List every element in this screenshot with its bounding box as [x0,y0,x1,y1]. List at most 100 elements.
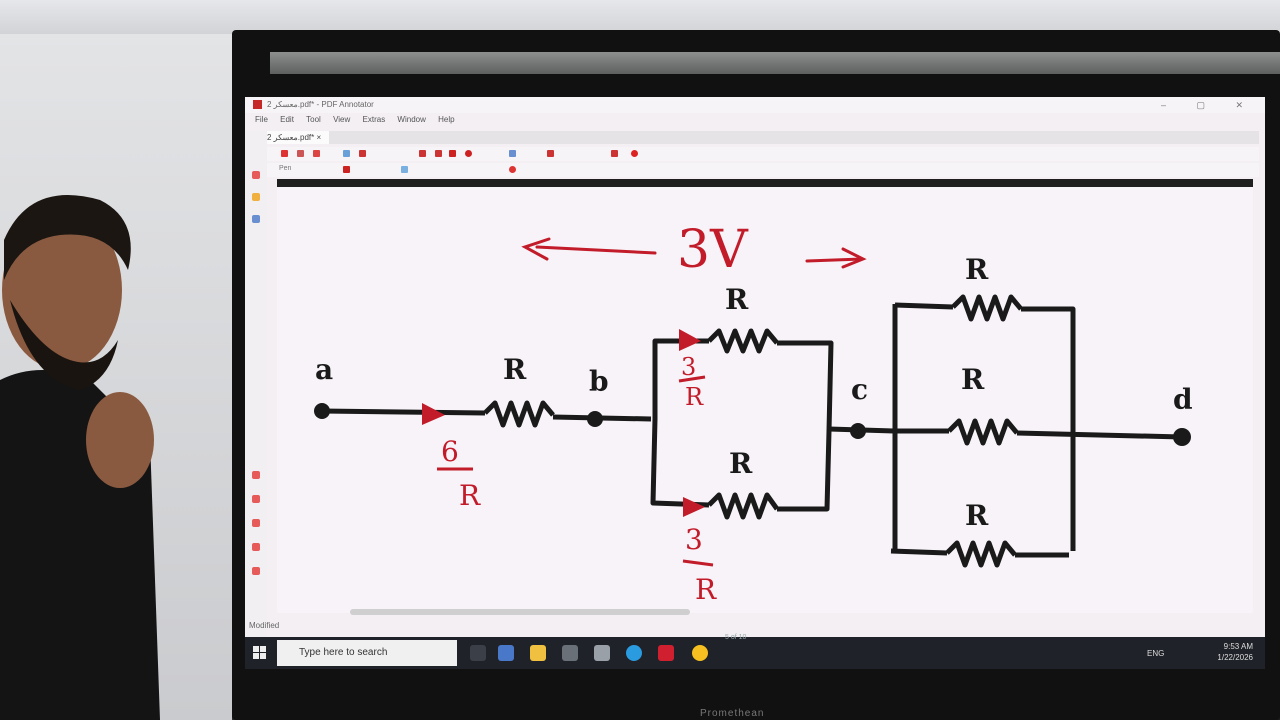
sidebar-stamp-icon[interactable] [252,543,260,551]
page-header-bar [277,179,1253,187]
pen-tool-icon[interactable] [343,150,350,157]
highlighter-tool-icon[interactable] [359,150,366,157]
voltage-label: 3V [677,220,749,280]
current-3-numerator: 3 [685,523,703,556]
status-bar: Modified [245,619,1265,633]
weather-icon[interactable] [692,645,708,661]
rectangle-tool-icon[interactable] [449,150,456,157]
teacher-hair [4,195,131,280]
wire-a-r1 [321,408,486,416]
menu-window[interactable]: Window [397,115,426,124]
resistor-2-label: R [725,283,749,316]
ellipse-tool-icon[interactable] [465,150,472,157]
current-2-fraction-bar [678,375,706,383]
link-tool-icon[interactable] [509,150,516,157]
node-c-dot [850,423,866,439]
sidebar-brush-icon[interactable] [252,567,260,575]
wire-branch-bottom-right [777,430,832,512]
wire-branch-bottom-left [650,418,710,508]
wire-parallel-right [1021,306,1076,551]
arrow-tool-icon[interactable] [435,150,442,157]
store-icon[interactable] [498,645,514,661]
horizontal-scrollbar[interactable] [350,609,690,615]
menu-help[interactable]: Help [438,115,455,124]
sidebar-pencil-icon[interactable] [252,495,260,503]
current-2-numerator: 3 [681,353,696,381]
menu-extras[interactable]: Extras [362,115,386,124]
current-3-denominator: R [695,573,717,606]
node-d-label: d [1173,383,1193,416]
node-a-label: a [315,353,333,386]
current-1-numerator: 6 [441,435,459,468]
document-tab-label: معسكر 2.pdf* [267,133,315,142]
teacher-beard [10,300,118,390]
pen-color-icon[interactable] [343,166,350,173]
current-arrow-main [422,403,445,425]
board-screen: معسكر 2.pdf* - PDF Annotator – ▢ ✕ File … [245,97,1265,669]
line-tool-icon[interactable] [419,150,426,157]
teacher-hand [86,392,154,488]
resistor-5 [947,418,1019,446]
menu-file[interactable]: File [255,115,268,124]
node-b-dot [587,411,603,427]
current-arrow-bottom [683,497,705,517]
pen-label: Pen [279,165,292,172]
windows-start-icon[interactable] [253,646,267,660]
resistor-4 [951,294,1023,322]
image-tool-icon[interactable] [547,150,554,157]
resistor-1-label: R [503,353,527,386]
sigma-tool-icon[interactable] [611,150,618,157]
current-1-denominator: R [459,479,481,512]
status-text: Modified [249,621,280,630]
circuit-diagram: 3V [314,220,1193,606]
pen-options-toolbar: Pen [259,163,1259,177]
favorite-heart-icon[interactable] [631,150,638,157]
select-tool-icon[interactable] [297,150,304,157]
node-d-dot [1173,428,1191,446]
close-tab-icon[interactable]: × [316,133,322,142]
eraser-tool-icon[interactable] [313,150,320,157]
document-tab[interactable]: معسكر 2.pdf* × [259,131,330,144]
system-clock[interactable]: 9:53 AM 1/22/2026 [1217,641,1253,663]
taskbar-search-input[interactable]: Type here to search [277,640,457,666]
menu-bar: File Edit Tool View Extras Window Help [245,115,1265,129]
pen-mode-icon[interactable] [401,166,408,173]
menu-tool[interactable]: Tool [306,115,321,124]
pdf-page[interactable]: 3V [277,179,1253,613]
task-view-icon[interactable] [470,645,486,661]
clock-date: 1/22/2026 [1217,653,1253,662]
mail-icon[interactable] [562,645,578,661]
wire-to-d [1016,430,1183,440]
sidebar-pen-icon[interactable] [252,171,260,179]
clock-time: 9:53 AM [1223,642,1253,651]
voltage-arrow-right-head [841,247,867,269]
cursor-tool-icon[interactable] [281,150,288,157]
left-sidebar [245,131,267,651]
wire-bottom-row-left [890,548,948,556]
resistor-3-label: R [729,447,753,480]
menu-view[interactable]: View [333,115,351,124]
resistor-6 [945,540,1017,568]
sidebar-folder-icon[interactable] [252,193,260,201]
windows-taskbar: Type here to search ENG 9:53 AM 1/22/202… [245,637,1265,669]
teacher-figure [0,195,160,720]
edge-browser-icon[interactable] [626,645,642,661]
voltage-arrow-left-head [521,237,551,261]
sidebar-marker-icon[interactable] [252,519,260,527]
window-controls[interactable]: – ▢ ✕ [1160,100,1257,110]
document-tab-bar: معسكر 2.pdf* × [259,131,1259,144]
sidebar-heart-icon[interactable] [252,471,260,479]
voltage-arrow-right-line [805,257,864,263]
language-indicator[interactable]: ENG [1147,649,1165,658]
file-explorer-icon[interactable] [530,645,546,661]
sidebar-link-icon[interactable] [252,215,260,223]
pen-style-icon[interactable] [509,166,516,173]
bezel-brand: Promethean [700,708,765,719]
pdf-annotator-taskbar-icon[interactable] [658,645,674,661]
resistor-2 [707,328,779,354]
wire-branch-top-right [777,340,834,432]
menu-edit[interactable]: Edit [280,115,294,124]
teacher-face [2,210,122,370]
usb-drive-icon[interactable] [594,645,610,661]
